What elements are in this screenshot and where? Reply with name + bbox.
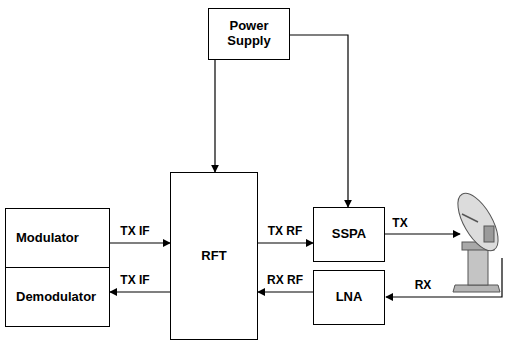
sspa-box: SSPA: [313, 207, 385, 262]
signal-connector: [258, 291, 313, 292]
node-label: LNA: [336, 290, 363, 305]
power-supply-box: Power Supply: [208, 8, 290, 60]
rft-box: RFT: [170, 172, 258, 340]
signal-connector: [214, 60, 215, 172]
signal-label: RX RF: [265, 273, 305, 287]
signal-label: TX IF: [118, 273, 151, 287]
signal-label: TX: [390, 216, 409, 230]
node-label: Demodulator: [16, 290, 96, 305]
modulator-box: Modulator: [5, 208, 110, 268]
demodulator-box: Demodulator: [5, 267, 110, 327]
rx-wire: [386, 258, 502, 297]
node-label: SSPA: [332, 227, 366, 242]
tx-wire: [385, 233, 460, 234]
node-label: Power Supply: [209, 19, 289, 49]
signal-connector: [290, 35, 348, 207]
signal-connector: [110, 291, 170, 292]
signal-label: TX IF: [118, 224, 151, 238]
node-label: RFT: [201, 249, 226, 264]
lna-box: LNA: [313, 270, 385, 325]
signal-connector: [110, 242, 170, 243]
signal-connector: [258, 242, 313, 243]
satellite-dish: [450, 187, 505, 292]
signal-label: RX: [413, 278, 434, 292]
node-label: Modulator: [16, 231, 79, 246]
signal-label: TX RF: [266, 224, 305, 238]
